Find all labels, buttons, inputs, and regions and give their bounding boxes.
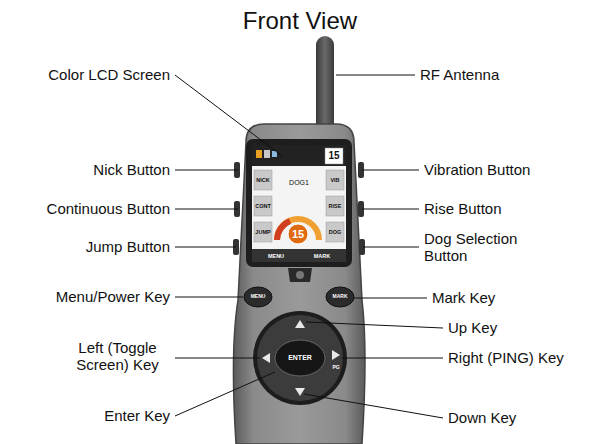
callout-label: Right (PING) Key bbox=[448, 349, 564, 366]
callout-label: Mark Key bbox=[432, 289, 495, 306]
soft-key-bar bbox=[252, 249, 346, 262]
screen-button-text: RISE bbox=[329, 203, 342, 209]
screen-number: 15 bbox=[328, 150, 339, 162]
device-body bbox=[233, 124, 365, 444]
diagram-title: Front View bbox=[243, 7, 357, 35]
soft-key-text: MARK bbox=[314, 252, 331, 258]
lcd-screen bbox=[252, 145, 346, 262]
menu-key bbox=[244, 287, 272, 307]
callout-label: Jump Button bbox=[86, 238, 170, 255]
key-text: ENTER bbox=[288, 354, 312, 362]
screen-button-text: VIB bbox=[330, 177, 339, 183]
callout-label: Menu/Power Key bbox=[56, 288, 170, 305]
screen-button-text: JUMP bbox=[255, 229, 270, 235]
screen-button-text: CONT bbox=[255, 203, 271, 209]
screen-button-text: DOG bbox=[329, 229, 342, 235]
right-arrow bbox=[332, 350, 340, 360]
callout-label: Continuous Button bbox=[47, 200, 170, 217]
up-arrow bbox=[295, 320, 305, 328]
intensity-number: 15 bbox=[292, 228, 304, 241]
key-text: MENU bbox=[251, 294, 266, 300]
down-arrow bbox=[295, 388, 305, 396]
key-text: PG bbox=[332, 365, 339, 371]
rf-antenna bbox=[316, 36, 334, 136]
enter-key bbox=[275, 340, 325, 376]
callout-label: Vibration Button bbox=[424, 161, 530, 178]
callout-label: Down Key bbox=[448, 409, 516, 426]
callout-label: Left (Toggle Screen) Key bbox=[65, 339, 170, 374]
callout-label: Enter Key bbox=[104, 407, 170, 424]
screen-bezel bbox=[246, 139, 352, 267]
soft-key-text: MENU bbox=[268, 252, 284, 258]
key-text: MARK bbox=[333, 294, 348, 300]
brand-logo bbox=[288, 268, 312, 282]
callout-label: Color LCD Screen bbox=[48, 66, 170, 83]
screen-button-text: NICK bbox=[256, 177, 269, 183]
callout-label: RF Antenna bbox=[420, 66, 499, 83]
left-arrow bbox=[262, 353, 270, 363]
leader-lines bbox=[175, 75, 443, 418]
callout-label: Rise Button bbox=[424, 200, 502, 217]
callout-label: Up Key bbox=[448, 319, 497, 336]
status-bar bbox=[252, 145, 346, 166]
mark-key bbox=[326, 287, 354, 307]
d-pad bbox=[253, 311, 347, 405]
callout-label: Dog Selection Button bbox=[424, 230, 539, 265]
callout-label: Nick Button bbox=[93, 161, 170, 178]
intensity-dial bbox=[277, 219, 319, 240]
screen-dog-name: DOG1 bbox=[289, 179, 309, 187]
